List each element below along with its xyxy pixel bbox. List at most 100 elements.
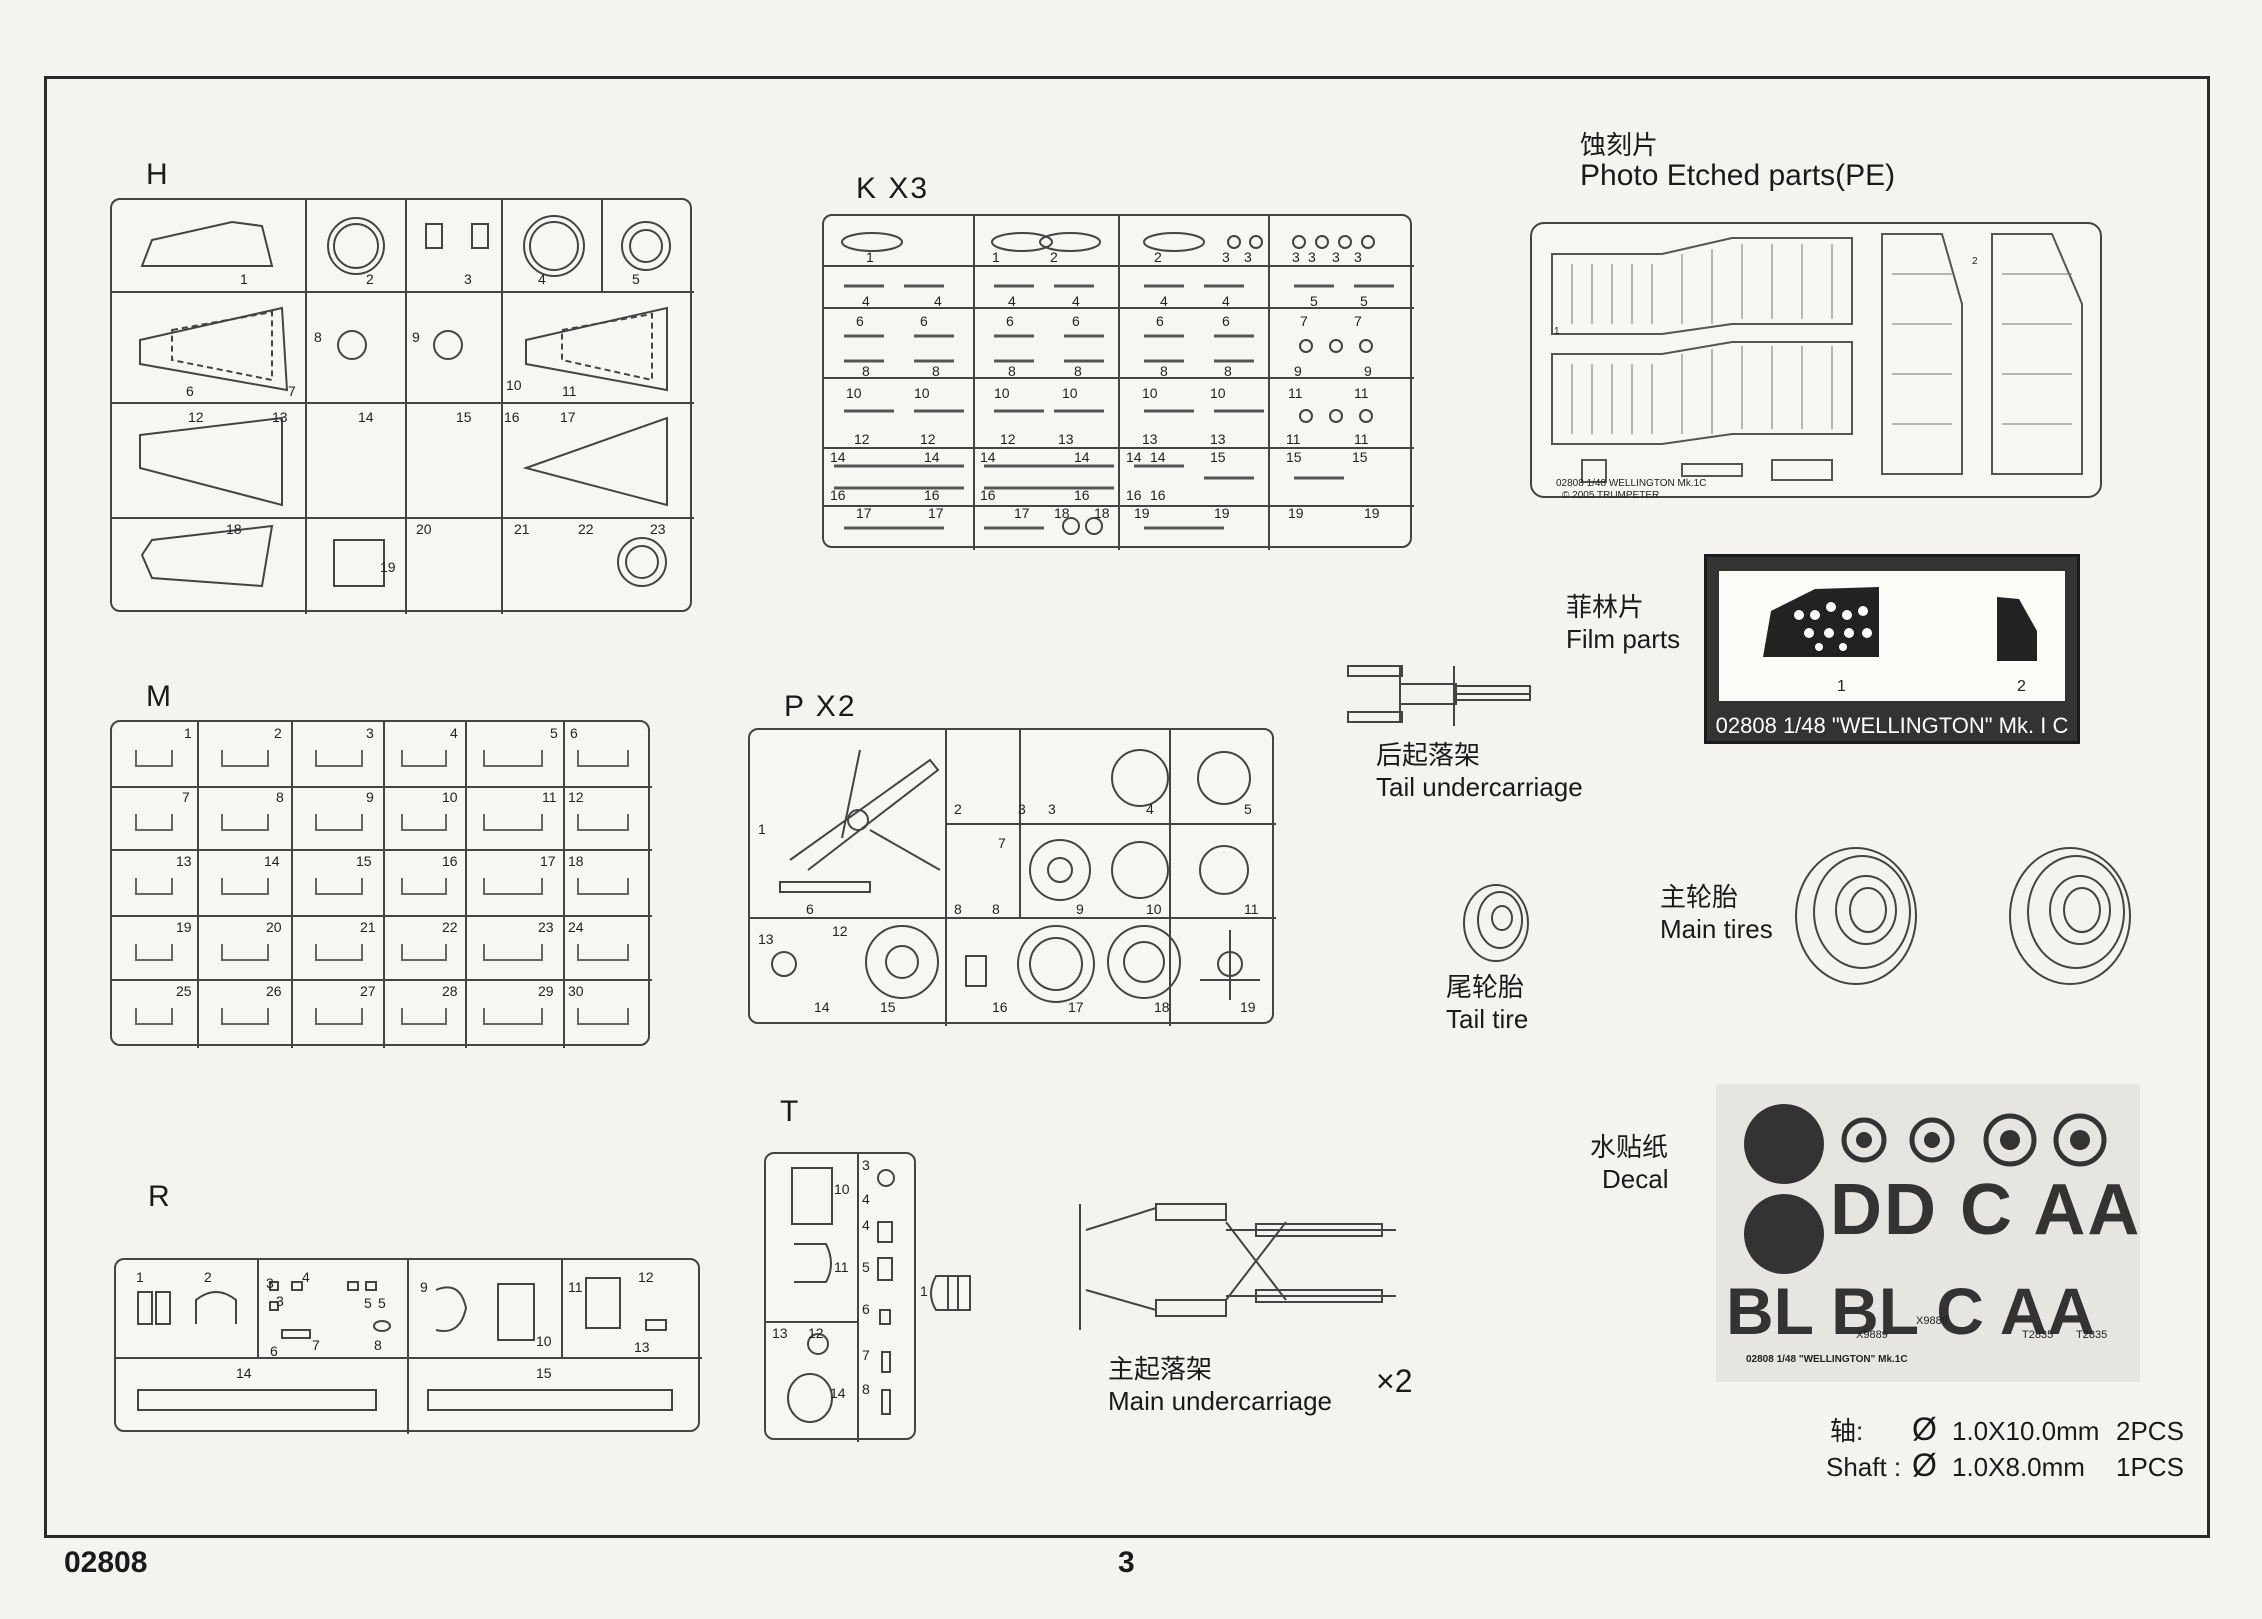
pe-fret-text: 02808 1/48 WELLINGTON Mk.1C (1556, 478, 1706, 489)
svg-text:19: 19 (1288, 505, 1304, 521)
svg-text:12: 12 (568, 789, 584, 805)
svg-text:2: 2 (1972, 256, 1978, 267)
main-tires-label-cn: 主轮胎 (1660, 882, 1739, 912)
svg-text:7: 7 (312, 1337, 320, 1353)
svg-text:10: 10 (536, 1333, 552, 1349)
svg-text:24: 24 (568, 919, 584, 935)
svg-text:10: 10 (914, 385, 930, 401)
shaft-diameter-icon-1: Ø (1912, 1411, 1937, 1447)
svg-text:14: 14 (980, 449, 996, 465)
film-code: 02808 1/48 "WELLINGTON" Mk. I C (1715, 713, 2069, 738)
decal-serial-1: X9889 (1916, 1315, 1948, 1327)
svg-text:16: 16 (924, 487, 940, 503)
decal-serial-4: T2835 (2076, 1329, 2107, 1341)
tail-undercarriage-label-cn: 后起落架 (1376, 740, 1481, 770)
svg-text:18: 18 (226, 521, 242, 537)
tail-tire-label-cn: 尾轮胎 (1446, 972, 1525, 1002)
svg-text:3: 3 (1308, 249, 1316, 265)
shaft-diameter-icon-2: Ø (1912, 1447, 1937, 1483)
svg-text:3: 3 (1332, 249, 1340, 265)
svg-text:12: 12 (808, 1325, 824, 1341)
svg-text:2: 2 (1050, 249, 1058, 265)
svg-text:17: 17 (1014, 505, 1030, 521)
svg-text:14: 14 (1074, 449, 1090, 465)
svg-text:6: 6 (570, 725, 578, 741)
svg-text:10: 10 (442, 789, 458, 805)
svg-text:12: 12 (854, 431, 870, 447)
shaft-label-cn: 轴: (1830, 1416, 1864, 1446)
svg-text:16: 16 (442, 853, 458, 869)
svg-text:6: 6 (920, 313, 928, 329)
svg-text:14: 14 (1150, 449, 1166, 465)
shaft-label-en: Shaft : (1826, 1452, 1902, 1482)
svg-text:5: 5 (1244, 801, 1252, 817)
svg-text:16: 16 (992, 999, 1008, 1015)
tail-undercarriage-label-en: Tail undercarriage (1376, 772, 1583, 802)
svg-text:15: 15 (536, 1365, 552, 1381)
svg-text:2: 2 (1154, 249, 1162, 265)
svg-text:22: 22 (442, 919, 458, 935)
svg-text:11: 11 (834, 1259, 849, 1275)
sprue-label-h: H (146, 158, 170, 191)
svg-text:11: 11 (568, 1279, 583, 1295)
sprue-label-k: K X3 (856, 172, 930, 205)
svg-text:15: 15 (456, 409, 472, 425)
svg-text:1: 1 (758, 821, 766, 837)
svg-text:8: 8 (1224, 363, 1232, 379)
svg-text:14: 14 (264, 853, 280, 869)
svg-text:10: 10 (1142, 385, 1158, 401)
svg-text:10: 10 (834, 1181, 850, 1197)
main-tires-label-en: Main tires (1660, 914, 1773, 944)
svg-text:7: 7 (998, 835, 1006, 851)
decal-letters-top: DD C AA (1830, 1170, 2140, 1250)
svg-text:1: 1 (136, 1269, 144, 1285)
svg-text:6: 6 (1222, 313, 1230, 329)
svg-text:23: 23 (538, 919, 554, 935)
svg-text:18: 18 (568, 853, 584, 869)
svg-text:7: 7 (862, 1347, 870, 1363)
svg-text:16: 16 (830, 487, 846, 503)
svg-text:2: 2 (204, 1269, 212, 1285)
svg-text:3: 3 (1048, 801, 1056, 817)
decal-serial-3: T2835 (2022, 1329, 2053, 1341)
sprue-label-r: R (148, 1180, 172, 1213)
svg-text:15: 15 (1210, 449, 1226, 465)
main-undercarriage-drawing (1079, 1203, 1396, 1330)
svg-text:1: 1 (866, 249, 874, 265)
svg-text:1: 1 (1554, 326, 1560, 337)
svg-text:4: 4 (862, 1191, 870, 1207)
svg-text:16: 16 (1150, 487, 1166, 503)
svg-text:7: 7 (1300, 313, 1308, 329)
svg-text:5: 5 (1360, 293, 1368, 309)
svg-text:1: 1 (184, 725, 192, 741)
svg-text:23: 23 (650, 521, 666, 537)
footer-code: 02808 (64, 1546, 148, 1579)
svg-text:3: 3 (1018, 801, 1026, 817)
svg-text:10: 10 (1146, 901, 1162, 917)
svg-text:18: 18 (1054, 505, 1070, 521)
svg-text:4: 4 (538, 271, 546, 287)
svg-text:3: 3 (862, 1157, 870, 1173)
svg-text:14: 14 (830, 449, 846, 465)
svg-text:14: 14 (1126, 449, 1142, 465)
svg-text:13: 13 (1142, 431, 1158, 447)
svg-text:19: 19 (176, 919, 192, 935)
svg-text:10: 10 (846, 385, 862, 401)
svg-text:19: 19 (1240, 999, 1256, 1015)
svg-text:4: 4 (862, 1217, 870, 1233)
sprue-label-p: P X2 (784, 690, 857, 723)
svg-text:5: 5 (862, 1259, 870, 1275)
svg-text:21: 21 (360, 919, 376, 935)
svg-text:13: 13 (1210, 431, 1226, 447)
svg-text:12: 12 (920, 431, 936, 447)
svg-text:6: 6 (270, 1343, 278, 1359)
svg-text:18: 18 (1094, 505, 1110, 521)
svg-text:10: 10 (994, 385, 1010, 401)
svg-text:5: 5 (550, 725, 558, 741)
svg-text:12: 12 (188, 409, 204, 425)
svg-text:11: 11 (562, 383, 577, 399)
tail-tire-drawing (1463, 884, 1529, 962)
svg-text:25: 25 (176, 983, 192, 999)
svg-text:3: 3 (1354, 249, 1362, 265)
